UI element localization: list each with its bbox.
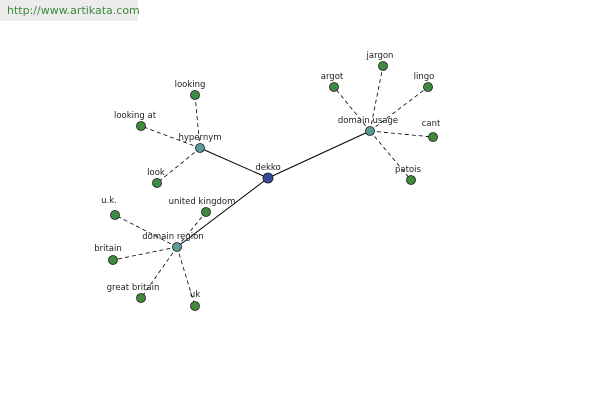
leaf-lingo-node[interactable] xyxy=(423,82,433,92)
leaf-united-kingdom-node[interactable] xyxy=(201,207,211,217)
leaf-look-node[interactable] xyxy=(152,178,162,188)
edge-center-domain-usage xyxy=(267,130,371,179)
leaf-lingo-label[interactable]: lingo xyxy=(414,72,435,82)
leaf-argot-label[interactable]: argot xyxy=(321,72,344,82)
leaf-uk-label[interactable]: uk xyxy=(190,290,200,300)
center-dekko-label[interactable]: dekko xyxy=(255,163,280,173)
hub-hypernym-node[interactable] xyxy=(195,143,205,153)
leaf-u-k-node[interactable] xyxy=(110,210,120,220)
edges xyxy=(112,65,434,307)
leaf-patois-node[interactable] xyxy=(406,175,416,185)
edge-center-hypernym xyxy=(199,147,269,179)
center-dekko-node[interactable] xyxy=(262,172,274,184)
edge-domain-region-great-britain xyxy=(140,246,178,299)
leaf-britain-label[interactable]: britain xyxy=(94,244,122,254)
leaf-great-britain-label[interactable]: great britain xyxy=(107,283,160,293)
edge-center-domain-region xyxy=(176,177,269,248)
hub-domain-region-node[interactable] xyxy=(172,242,182,252)
edge-domain-usage-argot xyxy=(333,86,371,132)
leaf-looking-label[interactable]: looking xyxy=(175,80,206,90)
edge-hypernym-looking xyxy=(194,94,201,149)
edge-domain-region-united-kingdom xyxy=(176,211,207,248)
leaf-look-label[interactable]: look xyxy=(147,168,165,178)
leaf-jargon-node[interactable] xyxy=(378,61,388,71)
leaf-patois-label[interactable]: patois xyxy=(395,165,421,175)
edge-domain-usage-patois xyxy=(369,130,412,181)
leaf-u-k-label[interactable]: u.k. xyxy=(101,196,117,206)
leaf-cant-label[interactable]: cant xyxy=(422,119,441,129)
leaf-united-kingdom-label[interactable]: united kingdom xyxy=(169,197,236,207)
nodes: looking looking at look hypernym argot jargon… xyxy=(94,51,441,311)
leaf-looking-at-node[interactable] xyxy=(136,121,146,131)
leaf-looking-at-label[interactable]: looking at xyxy=(114,111,157,121)
leaf-great-britain-node[interactable] xyxy=(136,293,146,303)
url-banner: http://www.artikata.com xyxy=(0,0,140,21)
leaf-uk-node[interactable] xyxy=(190,301,200,311)
hub-domain-usage-node[interactable] xyxy=(365,126,375,136)
edge-hypernym-looking-at xyxy=(140,125,201,149)
leaf-britain-node[interactable] xyxy=(108,255,118,265)
leaf-looking-node[interactable] xyxy=(190,90,200,100)
edge-domain-region-britain xyxy=(112,246,178,261)
edge-domain-usage-cant xyxy=(369,130,434,138)
leaf-argot-node[interactable] xyxy=(329,82,339,92)
edge-domain-region-uk xyxy=(176,246,196,307)
hub-domain-usage-label[interactable]: domain usage xyxy=(338,116,398,126)
leaf-cant-node[interactable] xyxy=(428,132,438,142)
site-url[interactable]: http://www.artikata.com xyxy=(7,4,140,17)
hub-hypernym-label[interactable]: hypernym xyxy=(178,133,221,143)
edge-hypernym-look xyxy=(156,147,201,184)
leaf-jargon-label[interactable]: jargon xyxy=(366,51,394,61)
hub-domain-region-label[interactable]: domain region xyxy=(142,232,203,242)
edge-domain-usage-lingo xyxy=(369,86,429,132)
edge-domain-region-u-k xyxy=(114,214,178,248)
